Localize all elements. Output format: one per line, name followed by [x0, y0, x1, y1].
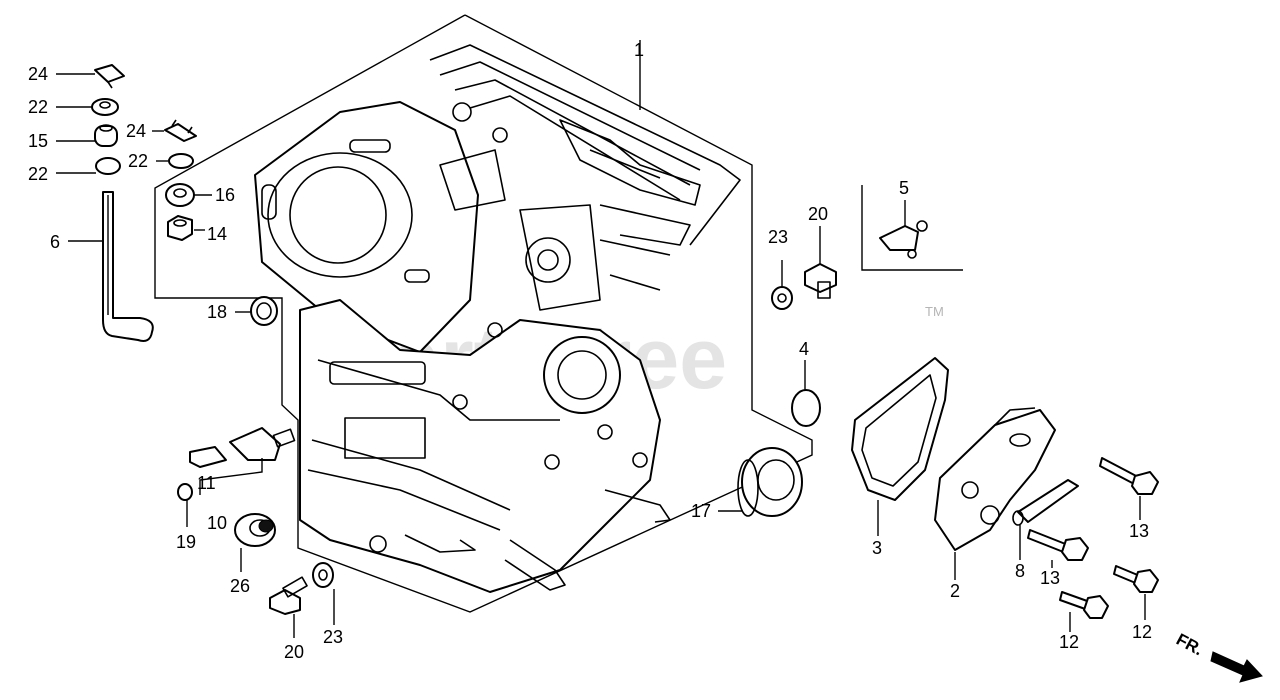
- bolt-part-20-bottom: [269, 576, 308, 615]
- nut-part-14: [167, 215, 193, 241]
- bolt-part-12-right: [1113, 565, 1159, 593]
- bolt-part-20-right: [804, 263, 837, 299]
- callout-20-right: 20: [808, 204, 828, 224]
- washer-part-23-bottom: [312, 562, 334, 588]
- bolt-part-12-left: [1059, 591, 1109, 619]
- cap-part-4: [791, 389, 821, 427]
- seal-part-26: [234, 513, 276, 547]
- clip-part-24: [94, 64, 125, 89]
- gasket-part-3: [851, 357, 949, 501]
- breather-part-5: [861, 185, 963, 271]
- sensor-part-10: [229, 427, 296, 461]
- front-label: FR.: [1173, 630, 1206, 660]
- callout-22-right: 22: [128, 151, 148, 171]
- callout-13-lower: 13: [1040, 568, 1060, 588]
- lever-part-8: [1012, 479, 1079, 526]
- watermark-trademark: TM: [925, 304, 944, 319]
- callout-23-bottom: 23: [323, 627, 343, 647]
- callout-6: 6: [50, 232, 60, 252]
- mount-part-15: [94, 124, 118, 147]
- callout-10: 10: [207, 513, 227, 533]
- leader-lines: [56, 40, 1146, 638]
- callout-5: 5: [899, 178, 909, 198]
- washer-part-23-right: [771, 286, 793, 310]
- callout-16: 16: [215, 185, 235, 205]
- callout-labels: 1 24 22 15 24 22 22 16 14 6 18 11 10 19 …: [28, 40, 1152, 662]
- washer-part-19: [177, 483, 193, 501]
- callout-22-bottom: 22: [28, 164, 48, 184]
- oil-seal-part-17: [737, 447, 803, 517]
- callout-11: 11: [197, 473, 216, 493]
- callout-12-left: 12: [1059, 632, 1079, 652]
- callout-17: 17: [691, 501, 711, 521]
- grommet-part-16: [165, 183, 195, 207]
- clip-part-24-middle: [164, 119, 197, 142]
- bolt-part-13-upper: [1099, 457, 1159, 495]
- assembly-outline: [154, 14, 813, 613]
- front-direction-indicator: FR.: [1173, 630, 1263, 683]
- washer-part-22-lower: [95, 157, 121, 175]
- callout-23-right: 23: [768, 227, 788, 247]
- callout-2: 2: [950, 581, 960, 601]
- callout-14: 14: [207, 224, 227, 244]
- rod-part-6: [102, 191, 154, 342]
- callout-8: 8: [1015, 561, 1025, 581]
- callout-13-upper: 13: [1129, 521, 1149, 541]
- callout-12-right: 12: [1132, 622, 1152, 642]
- callout-22-top: 22: [28, 97, 48, 117]
- callout-20-bottom: 20: [284, 642, 304, 662]
- callout-26: 26: [230, 576, 250, 596]
- oring-part-18: [250, 296, 278, 326]
- callout-24-top: 24: [28, 64, 48, 84]
- callout-19: 19: [176, 532, 196, 552]
- callout-15: 15: [28, 131, 48, 151]
- bolt-part-13-lower: [1027, 529, 1089, 561]
- callout-18: 18: [207, 302, 227, 322]
- callout-24-middle: 24: [126, 121, 146, 141]
- cylinder-block: [254, 44, 741, 593]
- washer-part-22-right: [168, 153, 194, 169]
- bolt-part-11: [189, 446, 227, 468]
- callout-1: 1: [634, 40, 644, 60]
- callout-4: 4: [799, 339, 809, 359]
- cover-part-2: [934, 407, 1056, 551]
- callout-3: 3: [872, 538, 882, 558]
- front-arrow-icon: [1210, 651, 1263, 683]
